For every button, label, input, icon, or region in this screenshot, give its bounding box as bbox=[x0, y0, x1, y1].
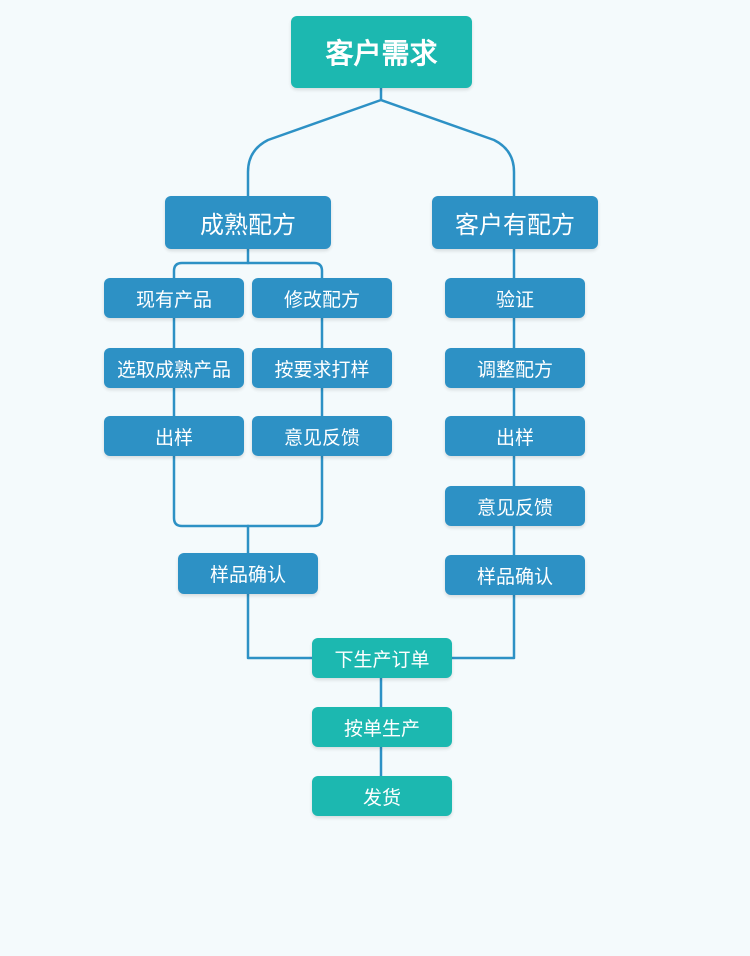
right-step-5: 样品确认 bbox=[445, 555, 585, 595]
left-col-a-line bbox=[172, 316, 250, 528]
bottom-step-2: 按单生产 bbox=[312, 707, 452, 747]
left-a-step-2: 选取成熟产品 bbox=[104, 348, 244, 388]
bottom-step-1: 下生产订单 bbox=[312, 638, 452, 678]
left-col-b-line bbox=[246, 316, 324, 528]
root-node: 客户需求 bbox=[291, 16, 472, 88]
left-branch-title: 成熟配方 bbox=[165, 196, 331, 249]
left-a-step-3: 出样 bbox=[104, 416, 244, 456]
right-step-1: 验证 bbox=[445, 278, 585, 318]
root-connector-right bbox=[379, 98, 516, 198]
right-to-order-line bbox=[450, 592, 516, 660]
left-group-bracket-top-right bbox=[246, 261, 324, 281]
left-group-bracket-top bbox=[172, 247, 250, 281]
left-b-step-1: 修改配方 bbox=[252, 278, 392, 318]
right-step-3: 出样 bbox=[445, 416, 585, 456]
right-step-4: 意见反馈 bbox=[445, 486, 585, 526]
right-step-2: 调整配方 bbox=[445, 348, 585, 388]
left-b-step-3: 意见反馈 bbox=[252, 416, 392, 456]
left-a-step-1: 现有产品 bbox=[104, 278, 244, 318]
root-connector bbox=[246, 86, 383, 198]
right-branch-title: 客户有配方 bbox=[432, 196, 598, 249]
left-sample-confirm: 样品确认 bbox=[178, 553, 318, 594]
left-b-step-2: 按要求打样 bbox=[252, 348, 392, 388]
left-to-order-line bbox=[246, 592, 314, 660]
bottom-step-3: 发货 bbox=[312, 776, 452, 816]
